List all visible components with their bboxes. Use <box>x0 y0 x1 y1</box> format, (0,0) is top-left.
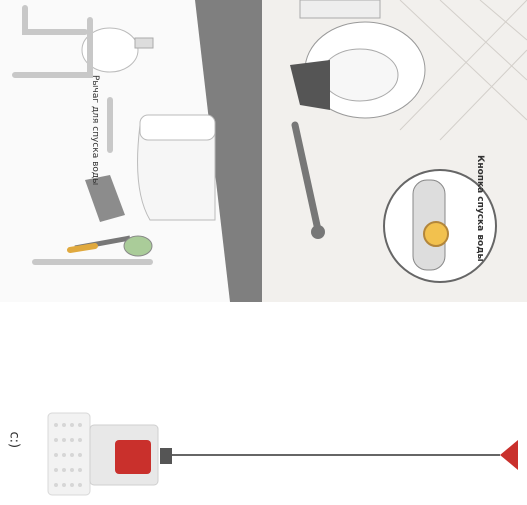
alarm-red-button-icon <box>115 440 151 474</box>
yellow-flush-button-icon <box>424 222 448 246</box>
cord-pull-handle <box>500 440 518 470</box>
lever-label: Рычаг для спуска воды <box>90 75 100 205</box>
button-label: Кнопка спуска воды <box>475 155 485 275</box>
left-room-illustration <box>0 0 262 302</box>
right-room-illustration <box>262 0 527 302</box>
stray-text: c:) <box>7 432 22 456</box>
toilet-illustration <box>138 115 215 220</box>
alarm-cord-illustration <box>48 413 518 495</box>
